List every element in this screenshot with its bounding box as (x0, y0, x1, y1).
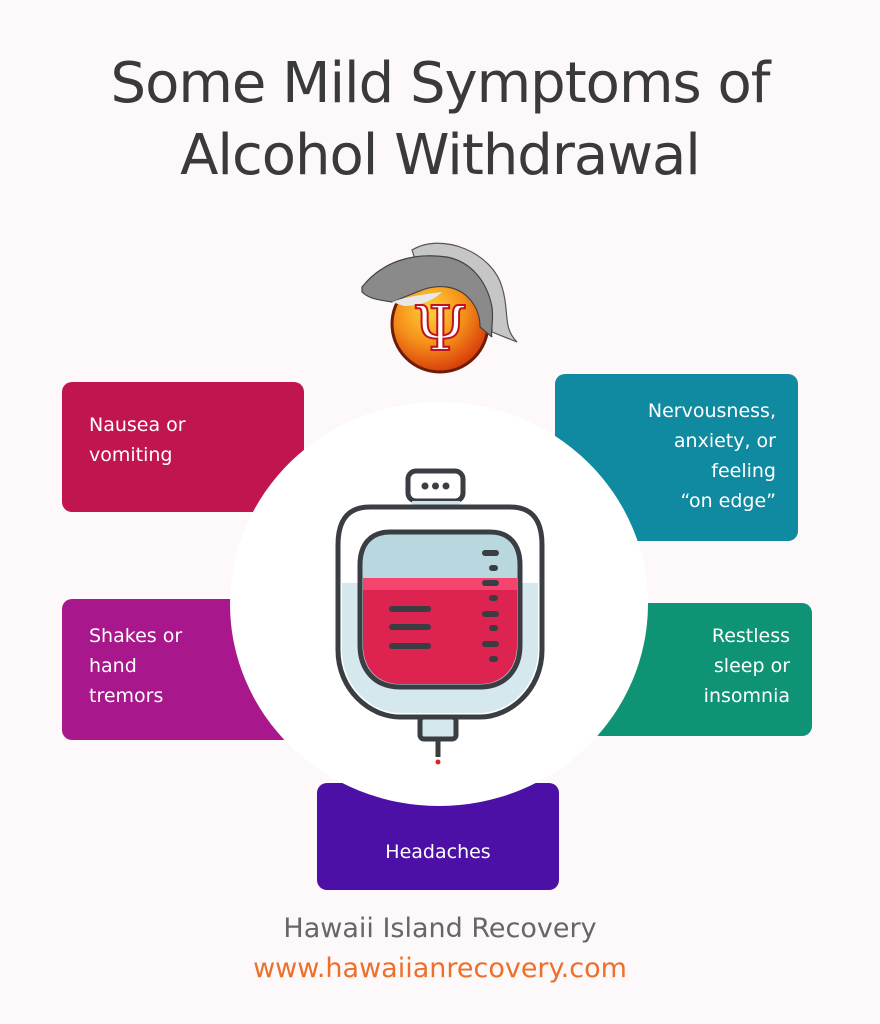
title-line-1: Some Mild Symptoms of (110, 51, 771, 116)
page-title: Some Mild Symptoms of Alcohol Withdrawal (0, 48, 880, 192)
organization-name: Hawaii Island Recovery (283, 913, 597, 944)
symptom-text: vomiting (89, 444, 173, 466)
symptom-text: “on edge” (680, 490, 776, 512)
dolphin-psi-logo-icon: Ψ (361, 242, 518, 374)
symptom-text: Nervousness, (647, 400, 776, 422)
symptom-text: tremors (89, 685, 164, 707)
symptom-text: Nausea or (89, 414, 186, 436)
symptom-text: Headaches (385, 841, 491, 863)
symptom-text: feeling (711, 460, 776, 482)
symptom-text: Restless (711, 625, 790, 647)
iv-bag-icon (335, 468, 545, 765)
title-line-2: Alcohol Withdrawal (180, 123, 701, 188)
symptom-text: Shakes or (89, 625, 183, 647)
symptom-text: insomnia (703, 685, 790, 707)
symptom-text: sleep or (713, 655, 790, 677)
symptom-text: anxiety, or (673, 430, 776, 452)
svg-text:Ψ: Ψ (413, 292, 467, 365)
symptom-text: hand (89, 655, 137, 677)
symptom-card-nausea: Nausea or vomiting (62, 382, 304, 512)
website-link[interactable]: www.hawaiianrecovery.com (253, 953, 627, 984)
